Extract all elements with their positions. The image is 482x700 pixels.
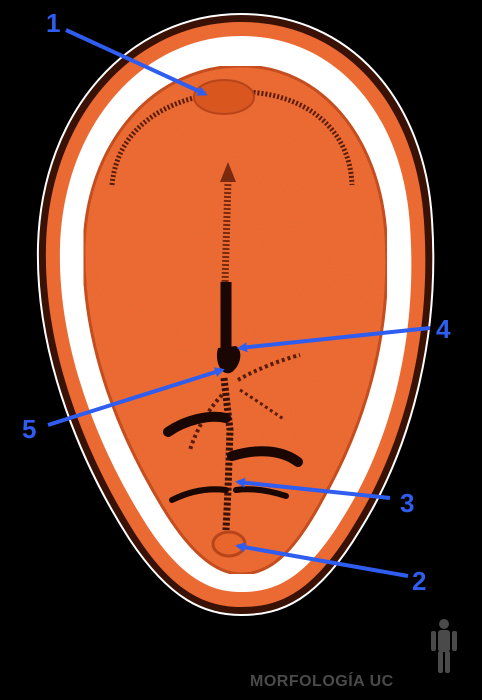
cloacal-membrane	[211, 530, 247, 558]
label-4: 4	[436, 314, 451, 344]
notochordal-process	[221, 179, 232, 283]
arrow-1	[65, 28, 208, 96]
somite-band-upper	[163, 411, 303, 467]
human-figure-icon	[431, 619, 457, 673]
arrow-2	[235, 542, 409, 578]
arrow-4	[237, 326, 431, 353]
label-2: 2	[412, 566, 426, 596]
notochordal-process-tip	[220, 162, 236, 182]
mesoderm-line-right	[236, 353, 301, 382]
primitive-node	[216, 346, 241, 374]
arrow-3	[235, 477, 391, 500]
label-3: 3	[400, 488, 414, 518]
arrow-5	[47, 367, 225, 427]
embryonic-disc	[82, 64, 389, 576]
label-1: 1	[46, 8, 60, 38]
mesoderm-line-right-2	[239, 388, 286, 422]
prechordal-plate	[193, 79, 255, 115]
watermark-text: MORFOLOGÍA UC	[250, 671, 394, 690]
label-5: 5	[22, 414, 36, 444]
somite-band-lower	[169, 486, 289, 503]
